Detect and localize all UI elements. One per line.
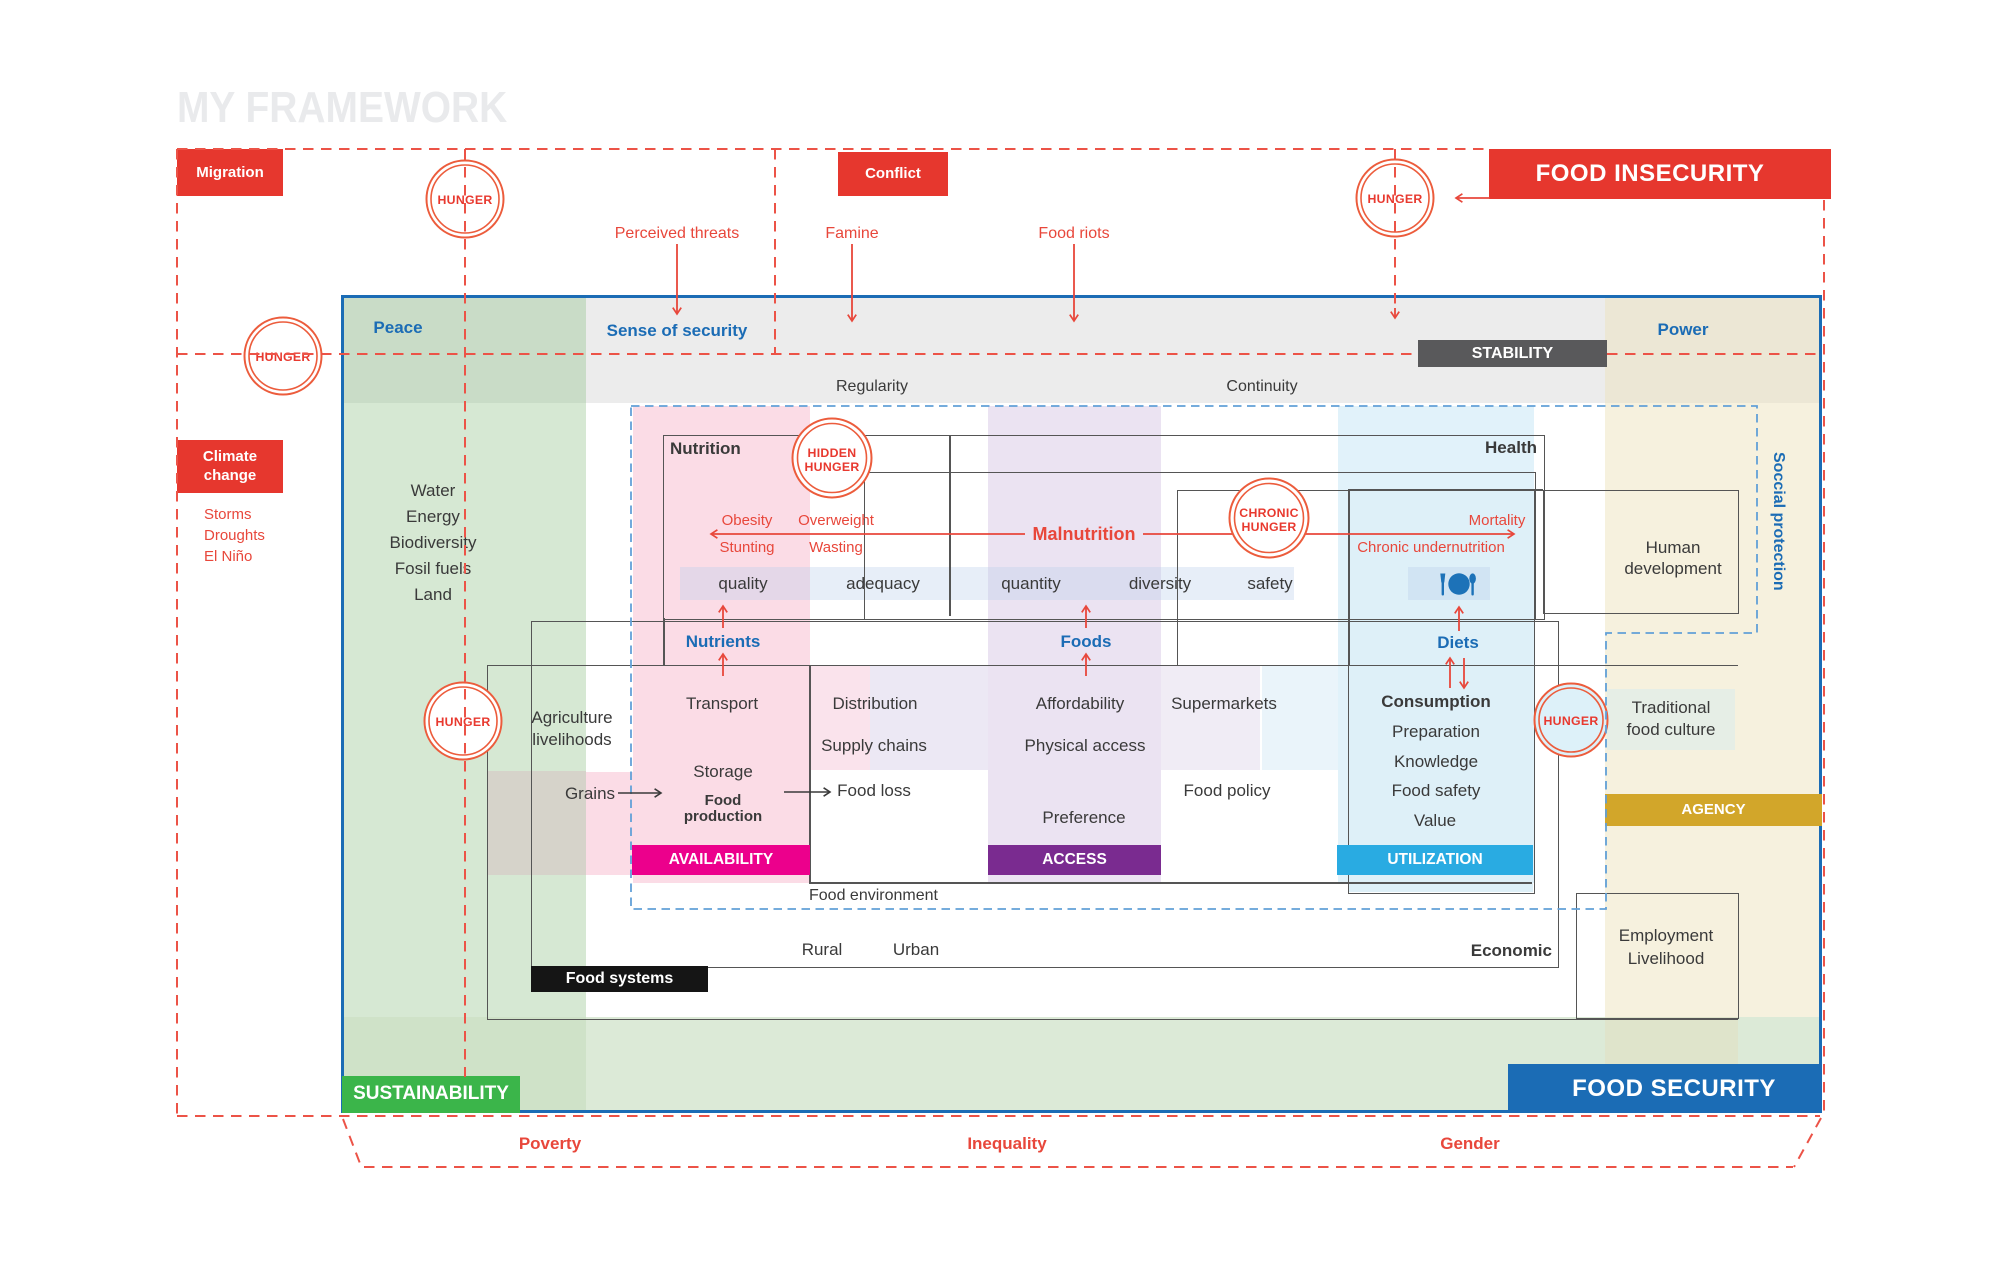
svg-text:HUNGER: HUNGER [1543,714,1598,728]
svg-text:HUNGER: HUNGER [1241,520,1296,534]
svg-text:HUNGER: HUNGER [437,193,492,207]
svg-text:HIDDEN: HIDDEN [808,446,857,460]
svg-text:HUNGER: HUNGER [1367,192,1422,206]
svg-text:HUNGER: HUNGER [804,460,859,474]
svg-text:CHRONIC: CHRONIC [1239,506,1298,520]
svg-text:HUNGER: HUNGER [435,715,490,729]
svg-text:HUNGER: HUNGER [255,350,310,364]
